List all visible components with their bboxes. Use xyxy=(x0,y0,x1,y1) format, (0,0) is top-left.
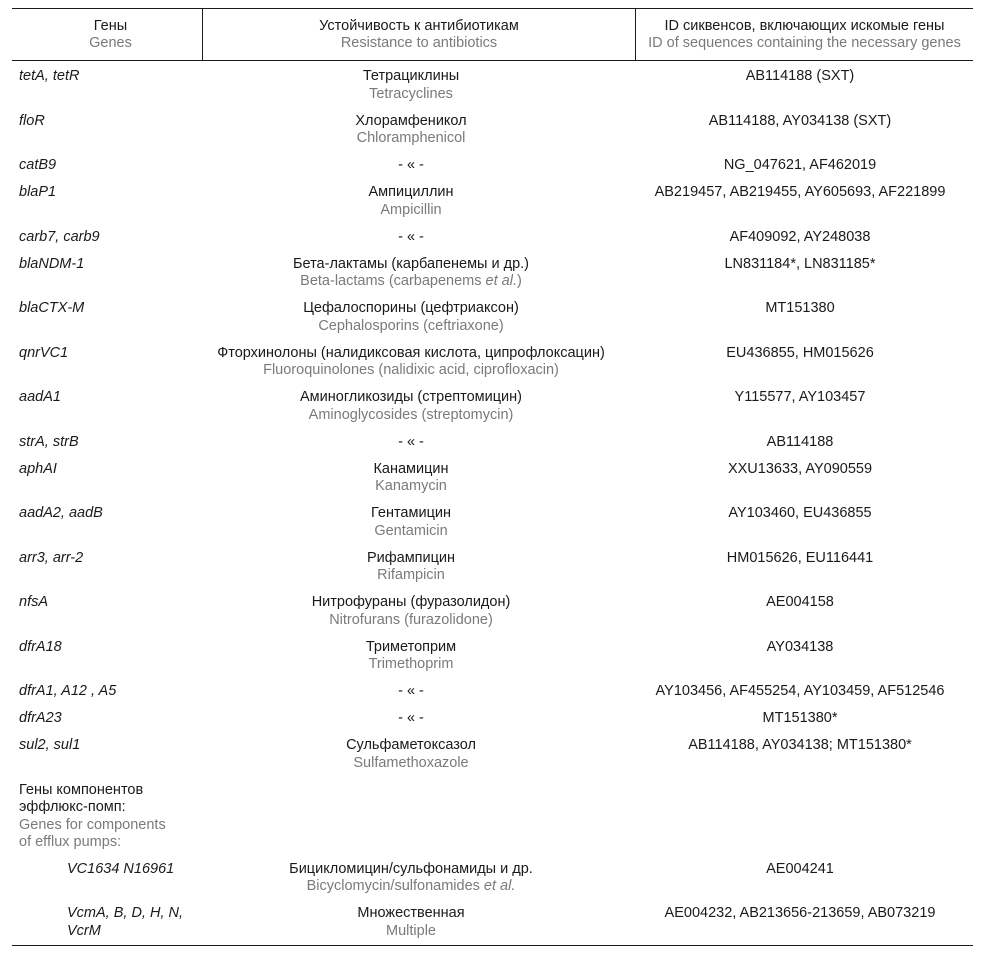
gene-cell: strA, strB xyxy=(19,433,79,450)
gene-cell: dfrA1, A12 , A5 xyxy=(19,683,117,699)
gene-cell: floR xyxy=(19,112,45,129)
gene-cell: tetA, tetR xyxy=(19,68,80,84)
gene-cell: dfrA23 xyxy=(19,710,62,726)
gene-cell: catB9 xyxy=(19,157,57,173)
gene-cell: aadA2, aadB xyxy=(19,505,103,521)
gene-cell: arr3, arr-2 xyxy=(19,549,84,566)
gene-cell: blaNDM-1 xyxy=(19,255,85,272)
resistance-cell: Цефалоспорины (цефтриаксон)Cephalosporin… xyxy=(303,300,519,334)
table-row: nfsA Нитрофураны (фуразолидон)Nitrofuran… xyxy=(12,594,973,639)
ids-cell: NG_047621, AF462019 xyxy=(723,157,877,173)
gene-cell: VC1634 N16961 xyxy=(67,860,175,877)
gene-cell: blaCTX-M xyxy=(19,300,85,316)
table-row: catB9 - « - NG_047621, AF462019 xyxy=(12,157,973,184)
ids-cell: EU436855, HM015626 xyxy=(726,344,874,361)
gene-cell: dfrA18 xyxy=(19,638,62,655)
table-row: strA, strB - « - AB114188 xyxy=(12,434,973,461)
resistance-cell: - « - xyxy=(398,433,424,450)
gene-cell: blaP1 xyxy=(19,184,57,200)
resistance-cell: - « - xyxy=(398,228,424,245)
ids-cell: AY103460, EU436855 xyxy=(728,505,872,521)
gene-cell: carb7, carb9 xyxy=(19,228,100,245)
table-row: blaCTX-M Цефалоспорины (цефтриаксон)Ceph… xyxy=(12,300,973,345)
gene-cell: sul2, sul1 xyxy=(19,737,81,753)
ids-cell: HM015626, EU116441 xyxy=(726,549,874,566)
ids-cell: AB114188, AY034138; MT151380* xyxy=(688,737,912,753)
ids-cell: AB219457, AB219455, AY605693, AF221899 xyxy=(654,184,946,200)
table-row: carb7, carb9 - « - AF409092, AY248038 xyxy=(12,229,973,256)
ids-cell: MT151380 xyxy=(765,300,835,316)
ids-cell: AY103456, AF455254, AY103459, AF512546 xyxy=(655,683,945,699)
gene-cell: qnrVC1 xyxy=(19,344,69,361)
ids-cell: XXU13633, AY090559 xyxy=(727,460,873,477)
gene-cell: VcmA, B, D, H, N,VcrM xyxy=(67,905,184,939)
resistance-cell: - « - xyxy=(398,683,424,699)
ids-cell: AB114188, AY034138 (SXT) xyxy=(708,112,892,129)
table-header: Гены Genes Устойчивость к антибиотикам R… xyxy=(12,9,973,61)
ids-cell: Y115577, AY103457 xyxy=(734,389,866,405)
ids-cell: AE004241 xyxy=(766,860,834,877)
table-row: qnrVC1 Фторхинолоны (налидиксовая кислот… xyxy=(12,345,973,390)
resistance-cell: - « - xyxy=(398,710,424,726)
header-sequence-ids: ID сиквенсов, включающих искомые гены ID… xyxy=(648,18,961,51)
resistance-cell: - « - xyxy=(398,157,424,173)
table-row: aadA1 Аминогликозиды (стрептомицин)Amino… xyxy=(12,389,973,434)
gene-cell: aphAI xyxy=(19,460,57,477)
header-genes: Гены Genes xyxy=(89,18,132,51)
efflux-group-label: Гены компонентов эффлюкс-помп: Genes for… xyxy=(19,781,166,851)
gene-cell: aadA1 xyxy=(19,389,61,405)
resistance-cell: Бицикломицин/сульфонамиды и др.Bicyclomy… xyxy=(289,860,533,895)
table-row: dfrA1, A12 , A5 - « - AY103456, AF455254… xyxy=(12,683,973,710)
ids-cell: MT151380* xyxy=(762,710,838,726)
ids-cell: AE004158 xyxy=(766,594,834,610)
efflux-group-row: Гены компонентов эффлюкс-помп: Genes for… xyxy=(12,782,973,861)
resistance-cell: Аминогликозиды (стрептомицин)Aminoglycos… xyxy=(300,389,522,423)
ids-cell: AB114188 (SXT) xyxy=(745,68,855,84)
table-row: dfrA23 - « - MT151380* xyxy=(12,710,973,737)
gene-cell: nfsA xyxy=(19,594,49,610)
resistance-cell: Фторхинолоны (налидиксовая кислота, ципр… xyxy=(217,344,605,379)
table-row: VC1634 N16961 Бицикломицин/сульфонамиды … xyxy=(12,861,973,906)
ids-cell: LN831184*, LN831185* xyxy=(724,255,876,272)
resistance-cell: Нитрофураны (фуразолидон)Nitrofurans (fu… xyxy=(311,594,511,628)
antibiotic-resistance-table: Гены Genes Устойчивость к антибиотикам R… xyxy=(12,8,973,946)
ids-cell: AY034138 xyxy=(766,638,834,655)
table-row: blaNDM-1 Бета-лактамы (карбапенемы и др.… xyxy=(12,256,973,301)
header-resistance: Устойчивость к антибиотикам Resistance t… xyxy=(202,9,636,60)
resistance-cell: Бета-лактамы (карбапенемы и др.)Beta-lac… xyxy=(292,255,530,290)
ids-cell: AE004232, AB213656-213659, AB073219 xyxy=(664,905,936,921)
ids-cell: AF409092, AY248038 xyxy=(729,228,871,245)
ids-cell: AB114188 xyxy=(766,433,834,450)
